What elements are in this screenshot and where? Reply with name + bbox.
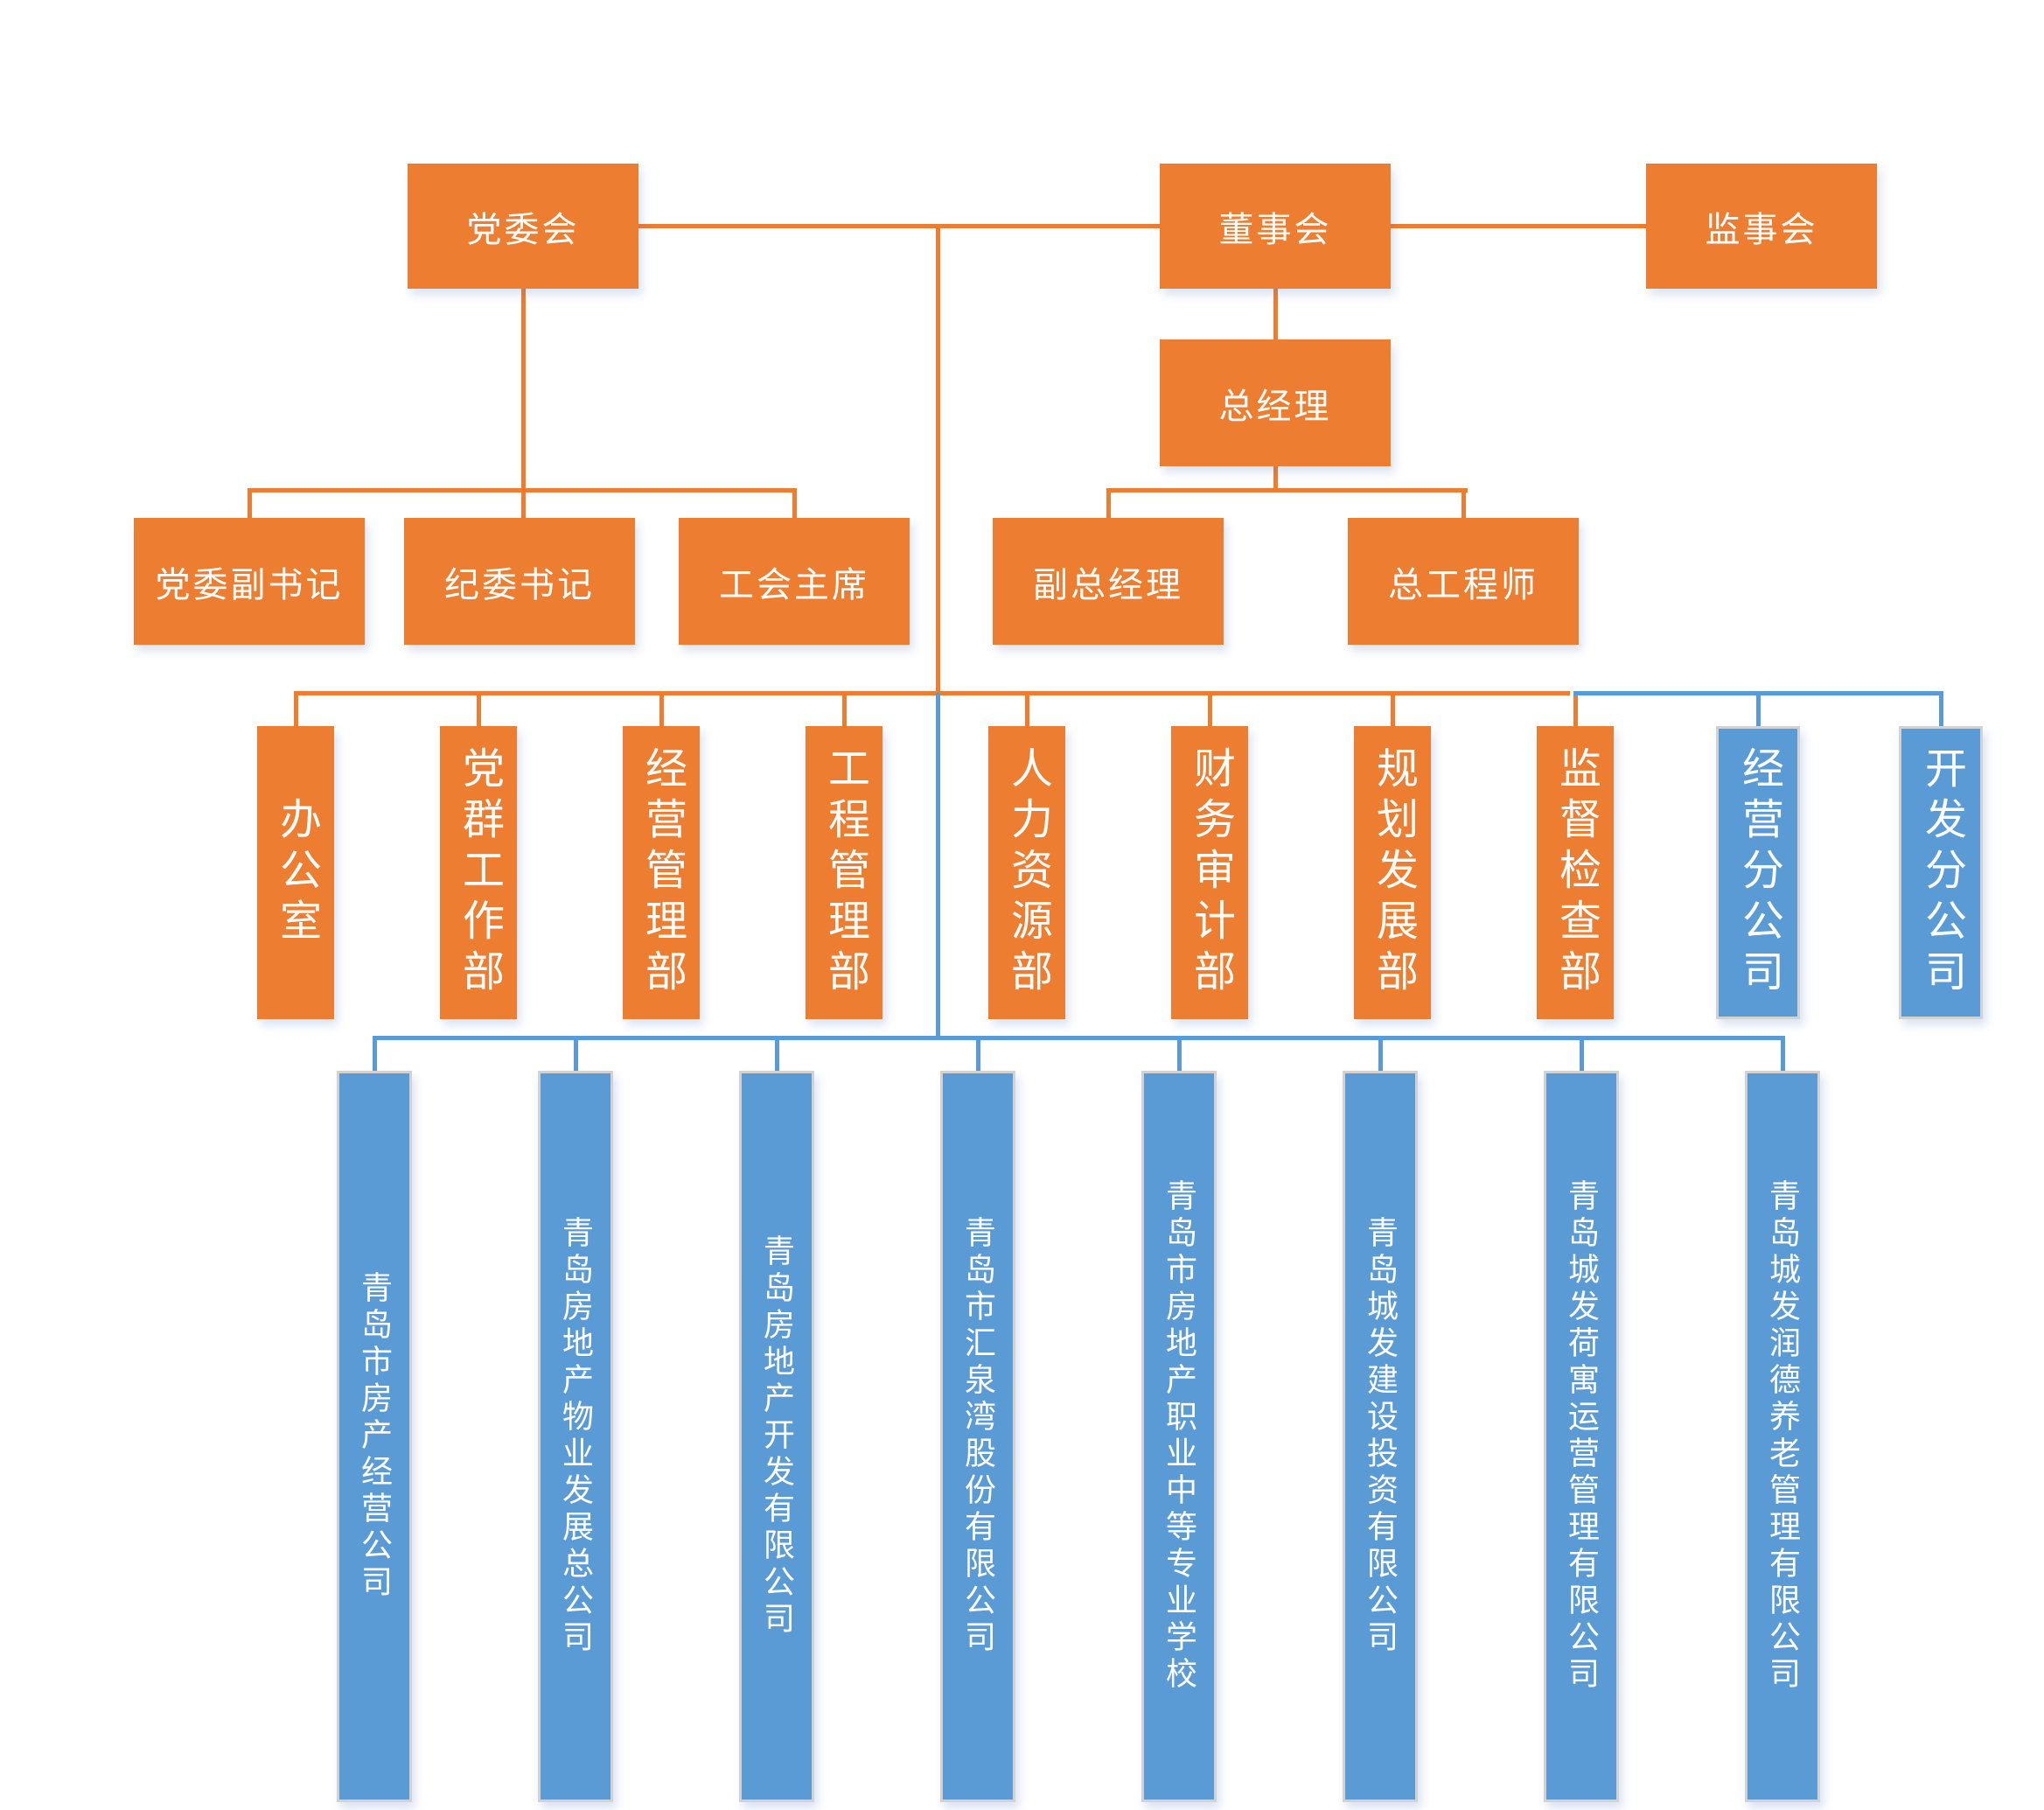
connector-drop (1580, 1036, 1584, 1071)
connector-dept-bar-orange (294, 691, 1570, 695)
connector-party-bar (249, 488, 797, 493)
node-label: 青岛市房产经营公司 (357, 1271, 393, 1602)
node-label: 党委副书记 (155, 565, 344, 604)
node-label: 青岛市房地产职业中等专业学校 (1162, 1179, 1197, 1694)
node-label: 副总经理 (1033, 565, 1183, 604)
node-label: 监督检查部 (1552, 745, 1599, 1000)
node-label: 青岛市汇泉湾股份有限公司 (960, 1216, 996, 1657)
node-label: 青岛房地产物业发展总公司 (558, 1216, 594, 1657)
connector-top-right (1391, 224, 1646, 228)
dept-supervision-inspection: 监督检查部 (1537, 726, 1614, 1019)
connector-top-left (638, 224, 1160, 228)
branch-operation-company: 经营分公司 (1716, 726, 1800, 1019)
node-label: 工程管理部 (821, 745, 868, 1000)
node-label: 青岛城发建设投资有限公司 (1363, 1216, 1399, 1657)
connector-drop (1025, 691, 1029, 726)
connector-trunk-lower (936, 693, 940, 1040)
connector-gm-bar (1106, 488, 1468, 493)
subsidiary-company-7: 青岛城发荷寓运营管理有限公司 (1544, 1071, 1619, 1802)
node-label: 青岛房地产开发有限公司 (759, 1234, 795, 1639)
connector-drop (373, 1036, 377, 1071)
dept-human-resources: 人力资源部 (988, 726, 1065, 1019)
node-label: 纪委书记 (444, 565, 595, 604)
node-label: 经营管理部 (638, 745, 685, 1000)
subsidiary-company-1: 青岛市房产经营公司 (337, 1071, 412, 1802)
connector-party-stem (521, 289, 526, 518)
connector-drop (1573, 691, 1578, 726)
connector-drop (1461, 488, 1466, 518)
dept-engineering-management: 工程管理部 (806, 726, 882, 1019)
node-label: 工会主席 (719, 565, 869, 604)
node-label: 财务审计部 (1187, 745, 1233, 1000)
subsidiary-company-8: 青岛城发润德养老管理有限公司 (1745, 1071, 1820, 1802)
connector-drop (842, 691, 847, 726)
connector-drop (659, 691, 664, 726)
connector-drop (792, 488, 797, 518)
connector-subsidiary-bar (373, 1036, 1784, 1040)
dept-planning-development: 规划发展部 (1354, 726, 1431, 1019)
node-general-manager: 总经理 (1160, 339, 1391, 466)
node-label: 总经理 (1218, 387, 1332, 426)
connector-drop (477, 691, 481, 726)
node-label: 人力资源部 (1004, 745, 1050, 1000)
branch-development-company: 开发分公司 (1899, 726, 1983, 1019)
connector-drop (294, 691, 298, 726)
node-deputy-general-manager: 副总经理 (993, 518, 1224, 645)
node-board-of-directors: 董事会 (1160, 164, 1391, 289)
connector-drop (1177, 1036, 1182, 1071)
node-label: 董事会 (1218, 210, 1332, 249)
subsidiary-company-6: 青岛城发建设投资有限公司 (1343, 1071, 1418, 1802)
node-union-chairman: 工会主席 (679, 518, 910, 645)
subsidiary-company-5: 青岛市房地产职业中等专业学校 (1141, 1071, 1217, 1802)
node-supervisory-board: 监事会 (1646, 164, 1877, 289)
subsidiary-company-2: 青岛房地产物业发展总公司 (538, 1071, 613, 1802)
connector-drop (1781, 1036, 1785, 1071)
dept-operation-management: 经营管理部 (623, 726, 700, 1019)
connector-drop (775, 1036, 779, 1071)
subsidiary-company-3: 青岛房地产开发有限公司 (739, 1071, 814, 1802)
connector-drop (574, 1036, 578, 1071)
connector-drop (1391, 691, 1395, 726)
dept-finance-audit: 财务审计部 (1171, 726, 1248, 1019)
connector-drop (1208, 691, 1212, 726)
node-label: 青岛城发润德养老管理有限公司 (1765, 1179, 1801, 1694)
node-label: 经营分公司 (1735, 745, 1782, 1000)
subsidiary-company-4: 青岛市汇泉湾股份有限公司 (940, 1071, 1015, 1802)
node-deputy-party-secretary: 党委副书记 (134, 518, 365, 645)
connector-drop (1378, 1036, 1383, 1071)
node-label: 党群工作部 (456, 745, 502, 1000)
node-label: 办公室 (273, 796, 319, 949)
node-label: 监事会 (1705, 210, 1818, 249)
connector-drop (1106, 488, 1111, 518)
connector-trunk-upper (936, 224, 940, 693)
node-label: 开发分公司 (1918, 745, 1964, 1000)
connector-gm-stem (1273, 466, 1278, 493)
node-discipline-committee-secretary: 纪委书记 (404, 518, 635, 645)
connector-drop (1939, 691, 1943, 726)
node-chief-engineer: 总工程师 (1348, 518, 1579, 645)
node-label: 党委会 (466, 210, 580, 249)
dept-office: 办公室 (257, 726, 334, 1019)
node-label: 规划发展部 (1370, 745, 1416, 1000)
connector-drop (248, 488, 252, 518)
node-label: 总工程师 (1388, 565, 1538, 604)
node-label: 青岛城发荷寓运营管理有限公司 (1564, 1179, 1600, 1694)
node-party-committee: 党委会 (408, 164, 638, 289)
connector-drop (976, 1036, 980, 1071)
connector-board-gm-stem (1273, 289, 1278, 339)
connector-drop (1756, 691, 1761, 726)
dept-party-mass-work: 党群工作部 (440, 726, 517, 1019)
